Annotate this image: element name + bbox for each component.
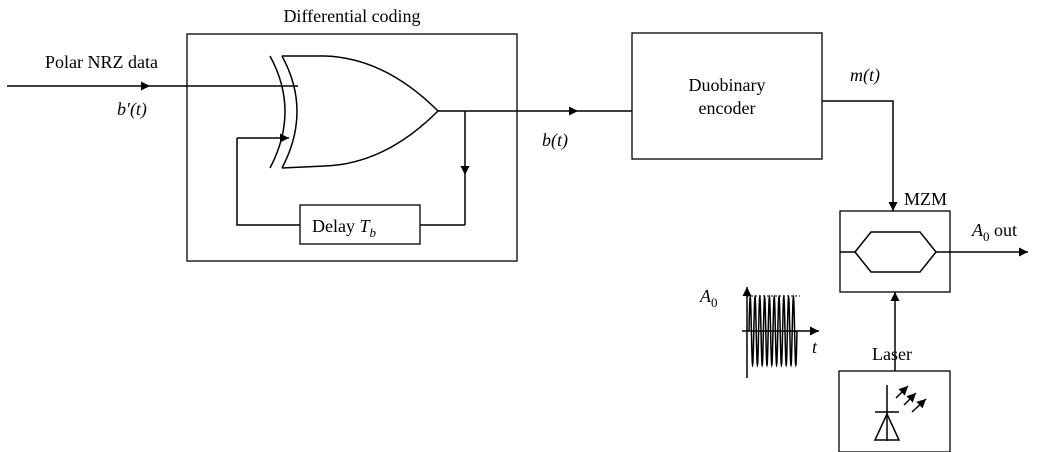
b-prime-t-label: b′(t) — [117, 99, 147, 120]
output-label: A0 out — [971, 220, 1017, 244]
time-axis-label: t — [812, 337, 818, 357]
laser-block — [838, 370, 951, 452]
mzm-block — [839, 210, 951, 293]
laser-label: Laser — [872, 344, 912, 364]
duobinary-encoder-block — [631, 32, 823, 160]
delay-label: Delay Tb — [312, 216, 377, 240]
carrier-amplitude-label: A0 — [699, 286, 718, 310]
xor-gate-icon — [269, 55, 440, 169]
m-t-wire — [822, 100, 898, 211]
input-data-label: Polar NRZ data — [45, 52, 158, 72]
feedback-return-wire — [236, 138, 300, 226]
b-t-label: b(t) — [542, 130, 568, 151]
differential-coding-label: Differential coding — [283, 6, 420, 26]
m-t-label: m(t) — [850, 65, 880, 86]
mzm-label: MZM — [904, 189, 947, 209]
encoder-label-line2: encoder — [699, 98, 756, 118]
mach-zehnder-interferometer-icon — [840, 231, 950, 273]
laser-diode-icon — [873, 385, 927, 441]
carrier-wave-icon — [742, 287, 819, 378]
differential-coding-block — [186, 33, 518, 262]
encoder-label-line1: Duobinary — [689, 75, 766, 95]
